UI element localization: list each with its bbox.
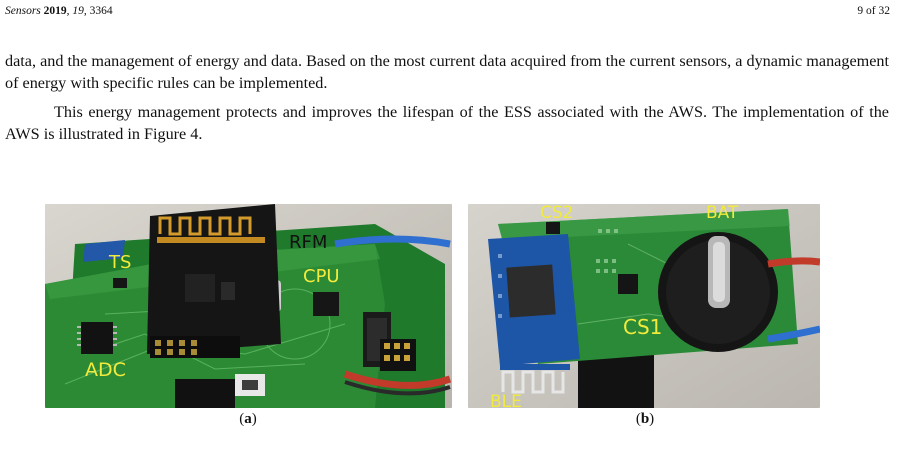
subcaption-b: (b) xyxy=(635,411,655,427)
journal-name: Sensors xyxy=(5,5,41,17)
subcaption-a-letter: a xyxy=(244,411,252,427)
subcaption-a: (a) xyxy=(239,411,257,427)
label-adc: ADC xyxy=(85,359,126,381)
pcb-rf-photo: RFM TS CPU ADC xyxy=(45,204,452,408)
label-ts: TS xyxy=(108,252,131,273)
figure-photo-b: CS2 BAT CS1 BLE xyxy=(468,204,820,408)
journal-year: 2019 xyxy=(43,5,67,17)
label-rfm: RFM xyxy=(289,232,327,253)
figure-photo-a: RFM TS CPU ADC xyxy=(45,204,452,408)
label-cs1: CS1 xyxy=(623,315,662,339)
journal-volume: 19 xyxy=(72,5,84,17)
pcb-ble-photo: CS2 BAT CS1 BLE xyxy=(468,204,820,408)
label-bat: BAT xyxy=(706,204,739,223)
label-cpu: CPU xyxy=(303,266,340,287)
body-paragraph-2: This energy management protects and impr… xyxy=(5,103,889,143)
page-number: 9 of 32 xyxy=(857,5,890,17)
body-paragraph-1: data, and the management of energy and d… xyxy=(5,52,889,92)
article-number: 3364 xyxy=(89,5,113,17)
label-cs2: CS2 xyxy=(540,204,573,223)
subcaption-b-letter: b xyxy=(640,411,650,427)
label-ble: BLE xyxy=(490,392,522,408)
running-header-left: Sensors 2019, 19, 3364 xyxy=(5,5,113,17)
